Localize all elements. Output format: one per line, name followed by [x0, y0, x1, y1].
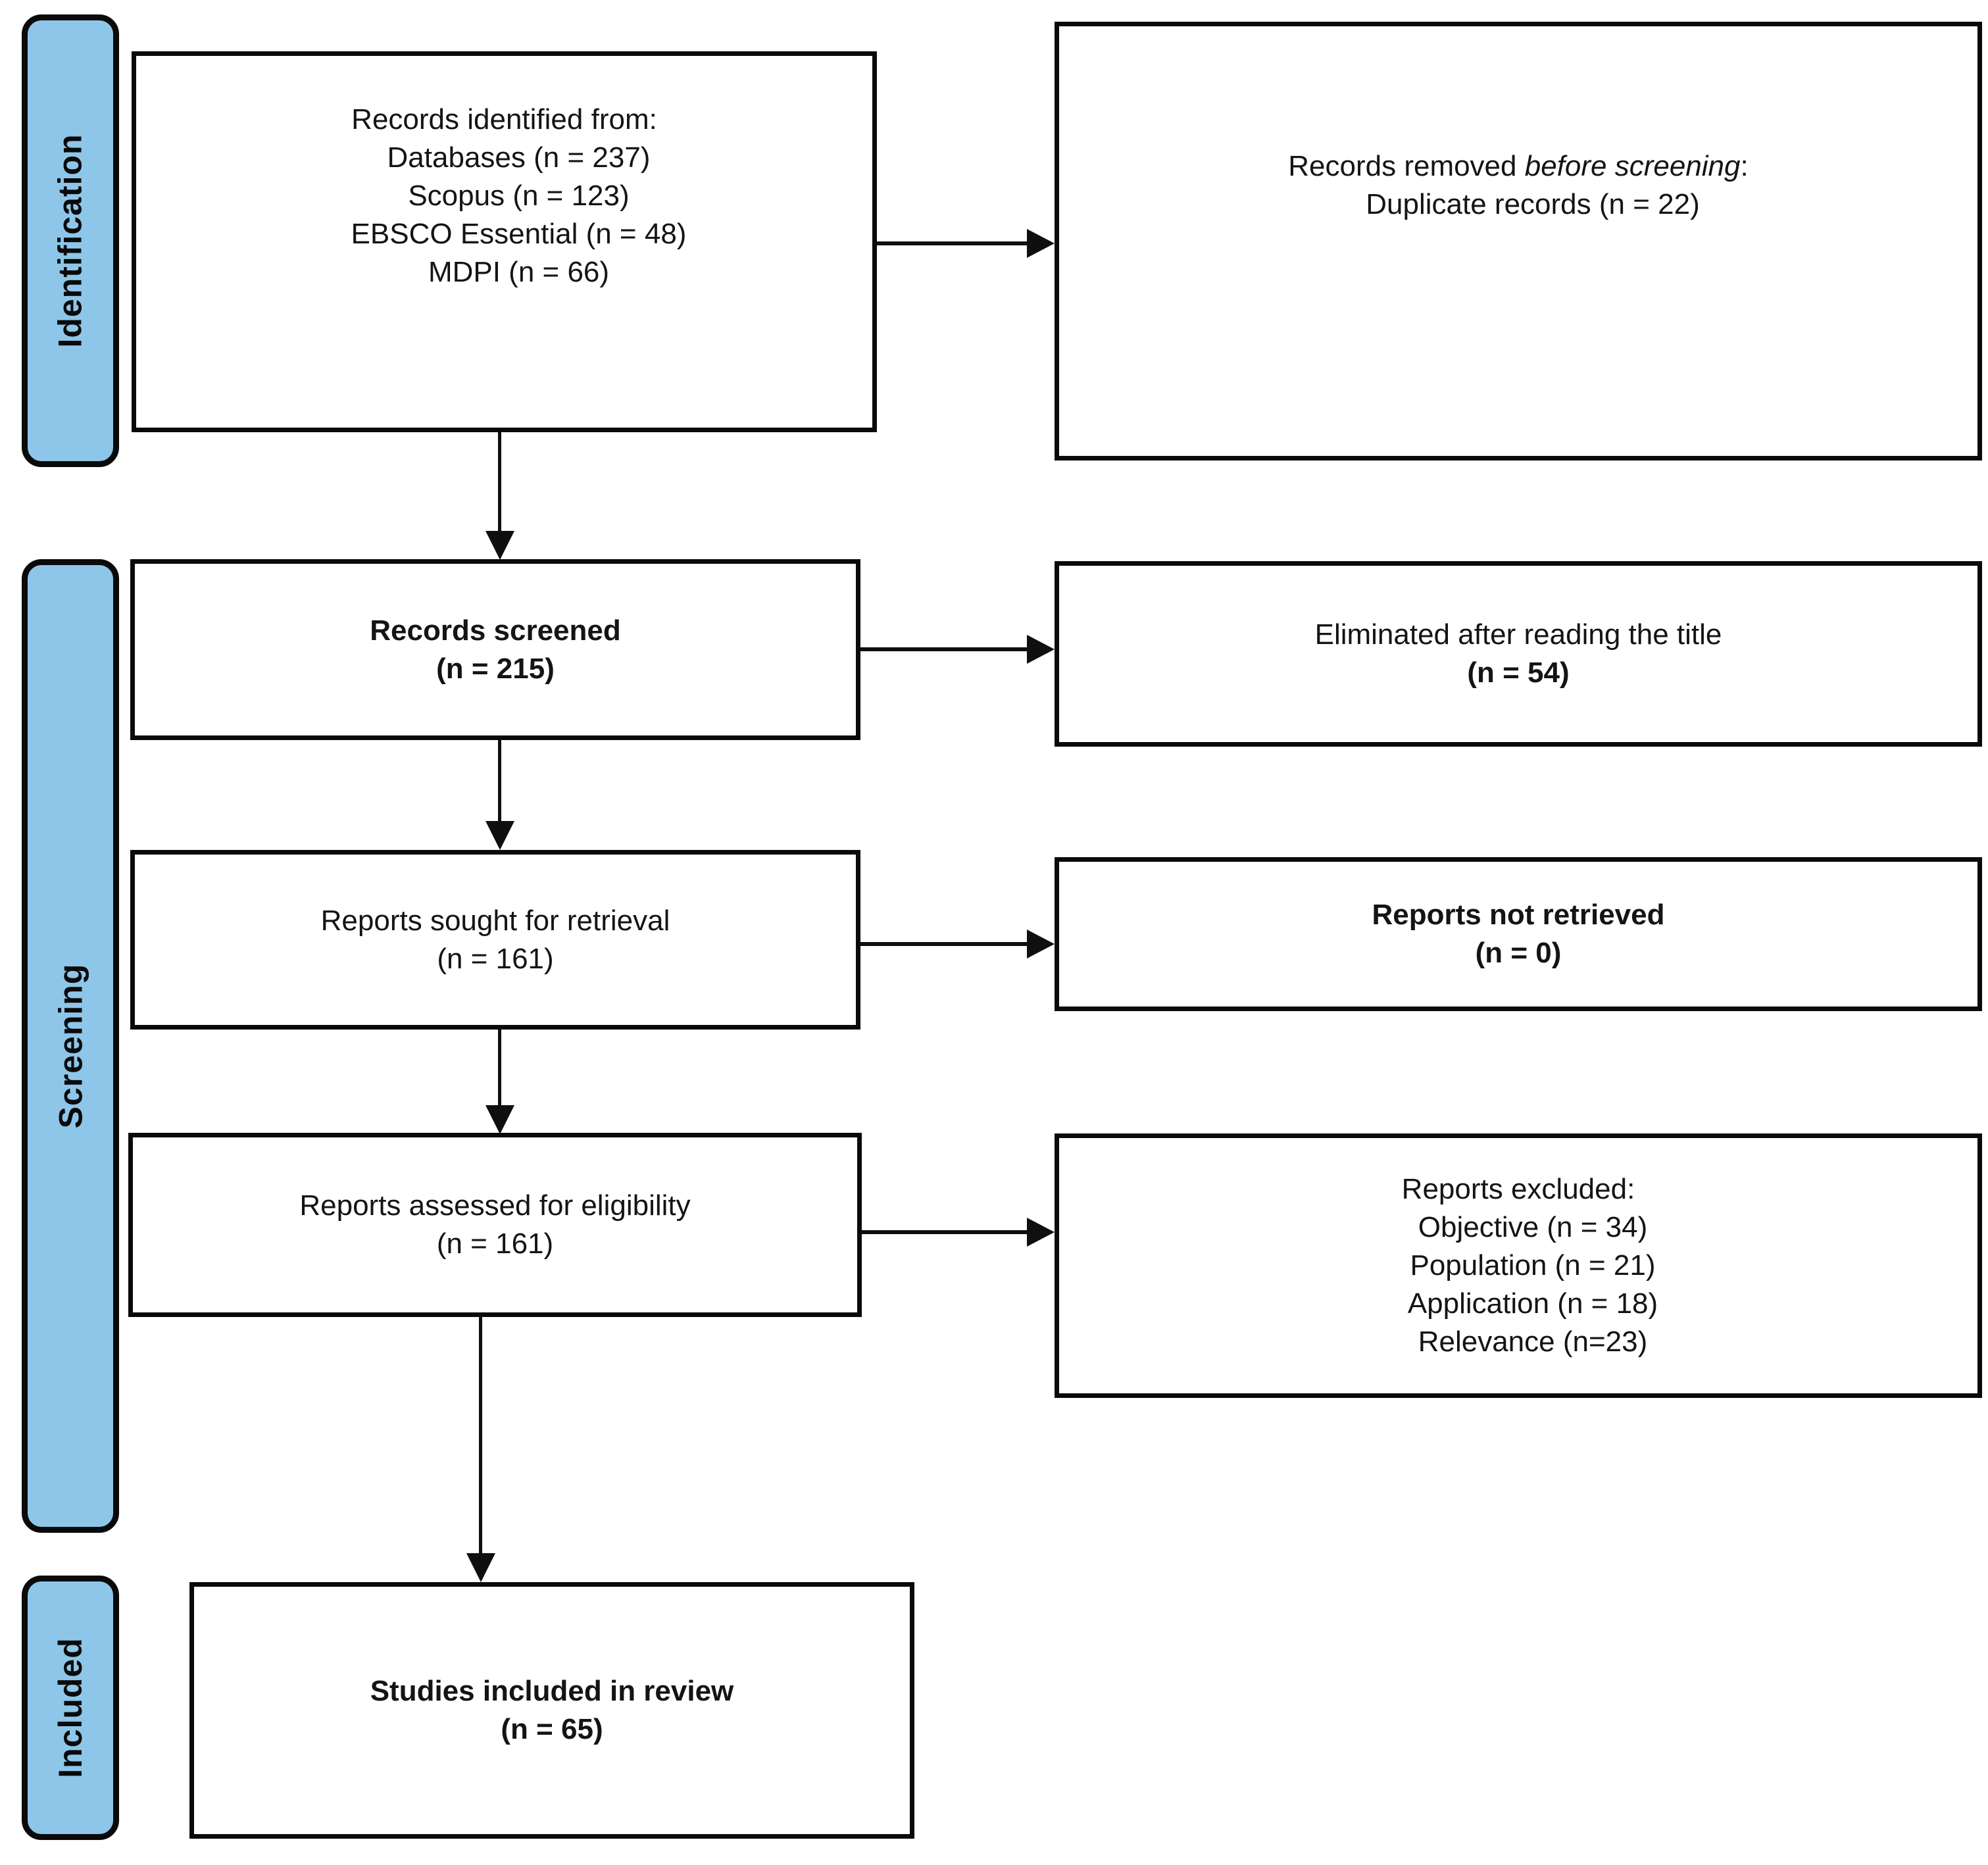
records-removed-title: Records removed before screening:: [1288, 147, 1748, 186]
reports-excluded-item: Population (n = 21): [1410, 1249, 1656, 1281]
box-records-screened: Records screened (n = 215): [130, 559, 860, 740]
records-identified-item: EBSCO Essential (n = 48): [351, 217, 687, 250]
records-identified-item: Scopus (n = 123): [408, 179, 630, 212]
arrow-screened-to-sought: [498, 740, 501, 822]
reports-excluded-title: Reports excluded:: [1401, 1173, 1635, 1205]
eliminated-title-count: (n = 54): [1467, 657, 1570, 689]
reports-excluded-item: Relevance (n=23): [1418, 1326, 1648, 1358]
box-reports-sought: Reports sought for retrieval (n = 161): [130, 850, 860, 1030]
records-removed-prefix: Records removed: [1288, 149, 1525, 182]
stage-label-screening: Screening: [52, 963, 89, 1129]
stage-label-included: Included: [52, 1637, 89, 1778]
arrow-assessed-to-excluded: [862, 1230, 1028, 1234]
stage-bar-identification: Identification: [22, 14, 119, 467]
box-reports-assessed: Reports assessed for eligibility (n = 16…: [128, 1133, 862, 1317]
box-studies-included: Studies included in review (n = 65): [189, 1582, 914, 1839]
box-records-removed: Records removed before screening: Duplic…: [1055, 22, 1982, 460]
records-removed-suffix: :: [1740, 149, 1749, 182]
arrow-identified-to-removed: [877, 241, 1028, 245]
records-screened-count: (n = 215): [436, 652, 555, 685]
records-identified-item: MDPI (n = 66): [428, 255, 610, 288]
arrow-assessed-to-included: [479, 1317, 482, 1554]
reports-sought-line1: Reports sought for retrieval: [320, 904, 670, 937]
reports-assessed-count: (n = 161): [436, 1228, 554, 1260]
records-screened-line1: Records screened: [370, 614, 621, 647]
eliminated-title-line1: Eliminated after reading the title: [1314, 618, 1722, 651]
records-identified-item: Databases (n = 237): [387, 141, 651, 174]
reports-sought-count: (n = 161): [437, 942, 554, 975]
reports-assessed-line1: Reports assessed for eligibility: [299, 1189, 691, 1222]
arrow-screened-to-eliminated: [860, 647, 1028, 651]
box-eliminated-title: Eliminated after reading the title (n = …: [1055, 561, 1982, 747]
reports-not-retrieved-line1: Reports not retrieved: [1372, 899, 1665, 931]
reports-excluded-item: Application (n = 18): [1407, 1287, 1658, 1320]
box-records-identified: Records identified from: Databases (n = …: [132, 51, 877, 432]
stage-label-identification: Identification: [52, 134, 89, 348]
stage-bar-included: Included: [22, 1576, 119, 1840]
studies-included-count: (n = 65): [501, 1713, 603, 1745]
stage-bar-screening: Screening: [22, 559, 119, 1533]
box-reports-not-retrieved: Reports not retrieved (n = 0): [1055, 857, 1982, 1011]
box-reports-excluded: Reports excluded: Objective (n = 34) Pop…: [1055, 1133, 1982, 1398]
arrow-sought-to-not-retrieved: [860, 942, 1028, 946]
studies-included-line1: Studies included in review: [370, 1675, 734, 1707]
reports-not-retrieved-count: (n = 0): [1475, 937, 1562, 969]
records-removed-italic: before screening: [1524, 149, 1741, 182]
reports-excluded-item: Objective (n = 34): [1418, 1211, 1648, 1243]
records-removed-item: Duplicate records (n = 22): [1366, 187, 1700, 220]
arrow-sought-to-assessed: [498, 1030, 501, 1107]
arrow-identified-to-screened: [498, 432, 501, 532]
records-identified-title: Records identified from:: [351, 103, 657, 136]
